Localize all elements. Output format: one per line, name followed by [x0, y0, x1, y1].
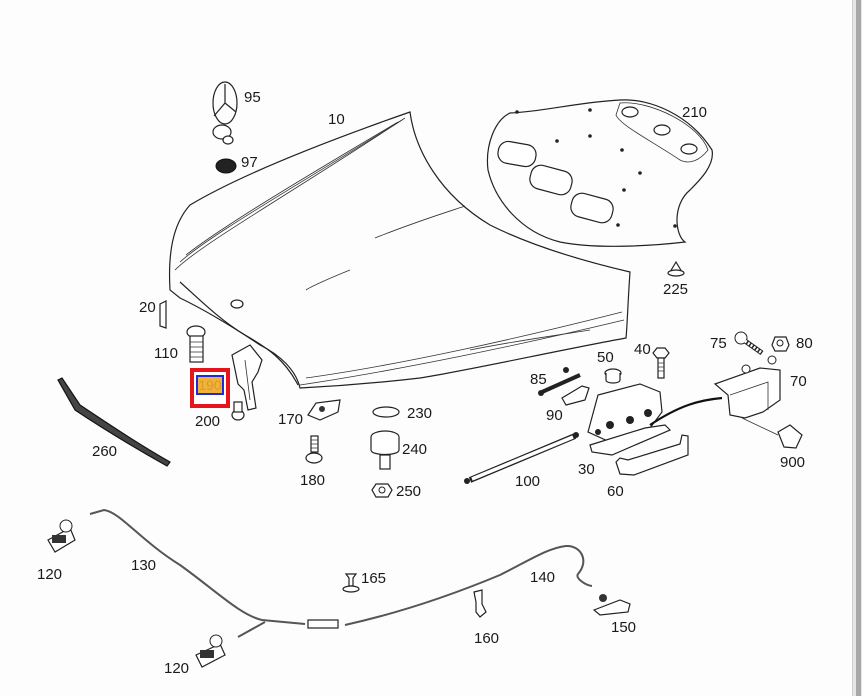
actuator-connector-drawing[interactable] — [741, 417, 803, 449]
buffer-nut-drawing[interactable] — [371, 483, 393, 498]
part-label-210[interactable]: 210 — [682, 104, 707, 121]
part-label-70[interactable]: 70 — [790, 373, 807, 390]
latch-bolt-drawing[interactable] — [652, 347, 670, 379]
grommet-drawing[interactable] — [215, 158, 237, 174]
part-label-60[interactable]: 60 — [607, 483, 624, 500]
striker-bolt-drawing[interactable] — [305, 435, 323, 464]
part-label-230[interactable]: 230 — [407, 405, 432, 422]
part-label-85[interactable]: 85 — [530, 371, 547, 388]
insulation-clip-drawing[interactable] — [667, 260, 685, 277]
part-label-20[interactable]: 20 — [139, 299, 156, 316]
part-label-80[interactable]: 80 — [796, 335, 813, 352]
striker-plate-drawing[interactable] — [307, 399, 341, 421]
hood-stop-buffer-drawing[interactable] — [370, 430, 400, 470]
scrollbar-thumb[interactable] — [856, 0, 861, 696]
actuator-cable-drawing — [649, 396, 723, 426]
o-ring-drawing[interactable] — [372, 406, 400, 418]
actuator-screw-drawing[interactable] — [734, 331, 764, 356]
latch-lever-drawing[interactable] — [538, 367, 581, 396]
hood-panel-drawing[interactable] — [168, 111, 631, 389]
part-label-160[interactable]: 160 — [474, 630, 499, 647]
part-label-150[interactable]: 150 — [611, 619, 636, 636]
part-label-250[interactable]: 250 — [396, 483, 421, 500]
actuator-nut-drawing[interactable] — [771, 336, 790, 352]
part-label-95[interactable]: 95 — [244, 89, 261, 106]
part-label-240[interactable]: 240 — [402, 441, 427, 458]
part-label-75[interactable]: 75 — [710, 335, 727, 352]
cable-clip-lower-drawing[interactable] — [195, 634, 226, 668]
latch-cover-drawing[interactable] — [615, 434, 689, 476]
cable-clip-upper-drawing[interactable] — [47, 519, 76, 553]
hinge-bolt-drawing[interactable] — [231, 401, 245, 421]
vertical-scrollbar[interactable] — [852, 0, 862, 696]
part-label-200[interactable]: 200 — [195, 413, 220, 430]
latch-actuator-drawing[interactable] — [713, 355, 781, 419]
part-label-140[interactable]: 140 — [530, 569, 555, 586]
part-label-260[interactable]: 260 — [92, 443, 117, 460]
part-label-110[interactable]: 110 — [154, 345, 178, 362]
cable-holder-drawing[interactable] — [473, 589, 487, 618]
hinge-drawing[interactable] — [231, 344, 263, 411]
rubber-buffer-drawing[interactable] — [604, 368, 622, 384]
hood-latch-drawing[interactable] — [587, 383, 672, 456]
part-label-130[interactable]: 130 — [131, 557, 156, 574]
part-label-165[interactable]: 165 — [361, 570, 386, 587]
part-label-30[interactable]: 30 — [578, 461, 595, 478]
part-label-225[interactable]: 225 — [663, 281, 688, 298]
seal-clip-drawing[interactable] — [159, 300, 167, 329]
seal-strip-drawing[interactable] — [57, 377, 171, 467]
part-label-190-highlighted[interactable]: 190 — [196, 375, 224, 395]
push-pin-drawing[interactable] — [342, 573, 360, 593]
release-handle-drawing[interactable] — [592, 594, 631, 616]
part-label-97[interactable]: 97 — [241, 154, 258, 171]
latch-bracket-drawing[interactable] — [561, 385, 590, 406]
spring-buffer-drawing[interactable] — [186, 325, 206, 363]
part-label-10[interactable]: 10 — [328, 111, 345, 128]
part-label-120-upper[interactable]: 120 — [37, 566, 62, 583]
part-label-120-lower[interactable]: 120 — [164, 660, 189, 677]
insulation-mat-drawing[interactable] — [486, 99, 713, 247]
release-cable-drawing[interactable] — [89, 508, 593, 638]
gas-strut-drawing[interactable] — [464, 432, 579, 484]
part-label-170[interactable]: 170 — [278, 411, 303, 428]
part-label-180[interactable]: 180 — [300, 472, 325, 489]
part-label-40[interactable]: 40 — [634, 341, 651, 358]
part-label-50[interactable]: 50 — [597, 349, 614, 366]
part-label-100[interactable]: 100 — [515, 473, 540, 490]
part-label-90[interactable]: 90 — [546, 407, 563, 424]
emblem-drawing[interactable] — [212, 81, 238, 145]
part-label-900[interactable]: 900 — [780, 454, 805, 471]
